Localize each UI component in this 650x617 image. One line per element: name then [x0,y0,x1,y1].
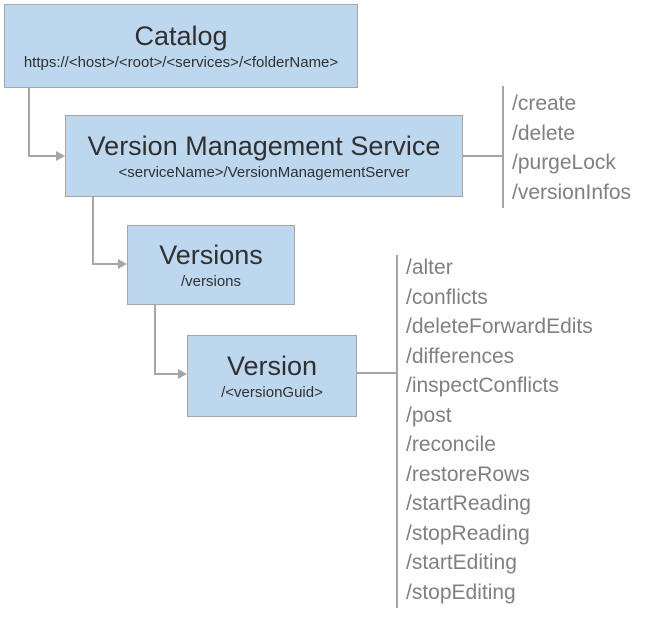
versions-title: Versions [159,239,263,270]
connector-catalog-vms-vertical [28,88,30,157]
arrowhead-into-versions [118,259,127,269]
operation-item: /startReading [406,492,531,515]
catalog-title: Catalog [134,20,228,51]
operation-item: /startEditing [406,551,517,574]
arrowhead-into-vms [56,151,65,161]
operation-item: /alter [406,256,453,279]
operation-item: /deleteForwardEdits [406,315,593,338]
operation-item: /versionInfos [512,180,632,204]
operation-item: /create [512,92,577,115]
operation-item: /differences [406,344,515,368]
operation-item: /stopEditing [406,580,516,604]
connector-vms-versions-vertical [92,197,94,265]
operation-item: /purgeLock [512,151,616,174]
version-node: Version /<versionGuid> [187,335,357,417]
version-management-service-node: Version Management Service <serviceName>… [65,115,463,197]
operation-item: /stopReading [406,521,530,545]
versions-node: Versions /versions [127,225,295,305]
operation-item: /post [406,403,452,427]
vms-operations-list: /create /delete /purgeLock /versionInfos [512,89,631,207]
vms-operations-bracket [502,86,504,208]
operation-item: /delete [512,121,576,145]
operation-item: /restoreRows [406,462,530,486]
operation-item: /conflicts [406,285,488,309]
connector-vms-versions-horizontal [92,263,119,265]
vms-title: Version Management Service [87,130,441,161]
connector-catalog-vms-horizontal [28,155,57,157]
catalog-url-pattern: https://<host>/<root>/<services>/<folder… [23,53,339,71]
operation-item: /inspectConflicts [406,374,559,397]
version-operations-list: /alter /conflicts /deleteForwardEdits /d… [406,253,593,607]
vms-url-pattern: <serviceName>/VersionManagementServer [118,163,410,181]
version-url-pattern: /<versionGuid> [221,383,323,401]
version-title: Version [226,350,318,381]
connector-versions-version-horizontal [154,373,179,375]
operation-item: /reconcile [406,433,496,456]
connector-versions-version-vertical [154,305,156,375]
catalog-node: Catalog https://<host>/<root>/<services>… [4,4,358,88]
versions-url-pattern: /versions [180,272,242,290]
connector-vms-operations [463,155,503,157]
version-operations-bracket [396,255,398,608]
connector-version-operations [357,372,397,374]
arrowhead-into-version [178,369,187,379]
